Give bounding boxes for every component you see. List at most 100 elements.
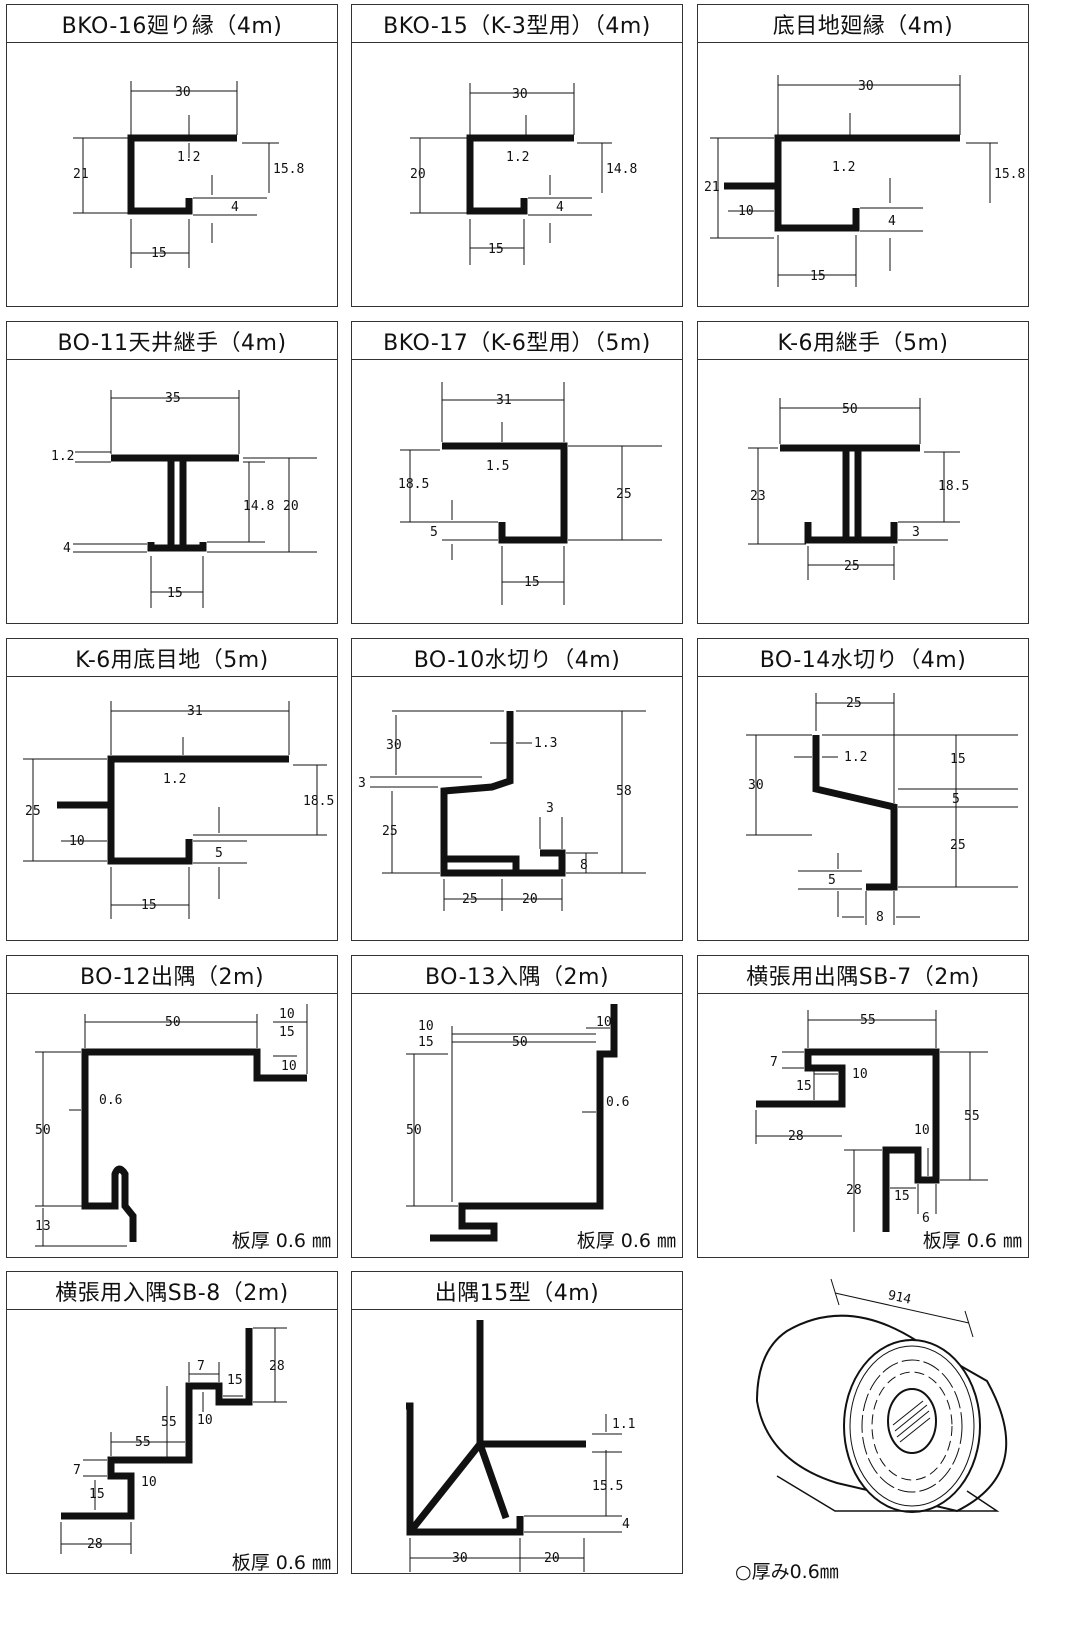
profile-drawing: 35 1.2 14.8 20 4 15 [51,390,317,608]
dim-label: 18.5 [303,794,334,809]
dim-label: 15 [810,269,826,284]
dim-label: 1.2 [177,150,200,165]
dim-label: 3 [912,525,920,540]
dim-label: 21 [73,167,89,182]
dim-label: 15 [418,1035,434,1050]
dim-label: 1.1 [612,1417,635,1432]
panel-title: 横張用入隅SB-8（2m) [7,1272,337,1310]
dim-label: 1.2 [844,750,867,765]
dim-label: 25 [462,892,478,907]
dim-label: 31 [187,704,203,719]
dim-label: 28 [269,1359,285,1374]
dim-label: 7 [73,1463,81,1478]
panel-bko-16: BKO-16廻り縁（4m) 30 21 1.2 15.8 4 15 [6,4,338,307]
dim-label: 55 [860,1013,876,1028]
dim-label: 10 [852,1067,868,1082]
panel-bo-10: BO-10水切り（4m) 30 1.3 3 58 25 3 8 25 20 [351,638,683,941]
dim-label: 30 [512,87,528,102]
dim-label: 10 [69,834,85,849]
plate-thickness-note: 板厚 0.6 ㎜ [231,1552,331,1574]
profile-drawing: 7 15 28 55 10 55 7 10 15 28 [60,1327,287,1554]
dim-label: 15 [894,1189,910,1204]
dim-label: 10 [279,1007,295,1022]
dim-label: 914 [886,1288,912,1308]
dim-label: 15 [151,246,167,261]
panel-bo-11: BO-11天井継手（4m) 35 1.2 14.8 20 4 15 [6,321,338,624]
panel-bo-12: BO-12出隅（2m) 50 10 15 10 0.6 50 13 板厚 0.6… [6,955,338,1258]
dim-label: 14.8 [243,499,274,514]
dim-label: 58 [616,784,632,799]
panel-bo-13: BO-13入隅（2m) 10 15 50 10 0.6 50 板厚 0.6 ㎜ [351,955,683,1258]
dim-label: 8 [580,858,588,873]
dim-label: 10 [738,204,754,219]
profile-drawing: 55 7 10 15 28 55 10 28 15 6 [755,1010,988,1232]
dim-label: 15 [524,575,540,590]
dim-label: 7 [197,1359,205,1374]
panel-title: BO-14水切り（4m) [698,639,1028,677]
dim-label: 4 [231,200,239,215]
dim-label: 28 [846,1183,862,1198]
dim-label: 15 [167,586,183,601]
dim-label: 30 [452,1551,468,1566]
dim-label: 25 [382,824,398,839]
dim-label: 8 [876,910,884,925]
dim-label: 15 [141,898,157,913]
dim-label: 50 [165,1015,181,1030]
dim-label: 25 [616,487,632,502]
dim-label: 20 [544,1551,560,1566]
panel-title: 出隅15型（4m) [352,1272,682,1310]
dim-label: 1.2 [163,772,186,787]
panel-sb-8: 横張用入隅SB-8（2m) 7 15 28 55 10 55 7 10 15 2… [6,1271,338,1574]
profile-drawing: 25 1.2 15 30 5 25 5 8 [746,693,1018,925]
dim-label: 20 [522,892,538,907]
panel-title: BKO-16廻り縁（4m) [7,5,337,43]
dim-label: 13 [35,1219,51,1234]
dim-label: 21 [704,180,720,195]
dim-label: 6 [922,1211,930,1226]
dim-label: 3 [358,776,366,791]
plate-thickness-note: 板厚 0.6 ㎜ [576,1230,676,1252]
dim-label: 30 [175,85,191,100]
dim-label: 10 [596,1015,612,1030]
dim-label: 50 [842,402,858,417]
dim-label: 1.2 [832,160,855,175]
panel-title: BO-10水切り（4m) [352,639,682,677]
profile-drawing: 1.1 15.5 4 30 20 [406,1320,635,1572]
dim-label: 1.2 [506,150,529,165]
dim-label: 15 [796,1079,812,1094]
dim-label: 28 [87,1537,103,1552]
dim-label: 35 [165,391,181,406]
panel-title: BKO-17（K-6型用）（5m) [352,322,682,360]
panel-sokomeji-mawaribuchi: 底目地廻縁（4m) 30 21 1.2 15.8 10 4 15 [697,4,1029,307]
dim-label: 15 [950,752,966,767]
dim-label: 15.8 [273,162,304,177]
dim-label: 7 [770,1055,778,1070]
dim-label: 20 [283,499,299,514]
dim-label: 10 [197,1413,213,1428]
dim-label: 10 [141,1475,157,1490]
panel-coil-roll: 914 ○厚み0.6㎜ [697,1271,1029,1583]
panel-sb-7: 横張用出隅SB-7（2m) 55 7 10 15 28 55 10 28 15 … [697,955,1029,1258]
panel-bko-17: BKO-17（K-6型用）（5m) 31 1.5 18.5 25 5 15 [351,321,683,624]
coil-drawing: 914 [755,1278,1008,1513]
thickness-note: ○厚み0.6㎜ [735,1561,839,1583]
panel-dezumi-15: 出隅15型（4m) 1.1 15.5 4 30 20 [351,1271,683,1574]
dim-label: 25 [950,838,966,853]
dim-label: 5 [828,873,836,888]
dim-label: 55 [161,1415,177,1430]
dim-label: 15 [89,1487,105,1502]
panel-title: 底目地廻縁（4m) [698,5,1028,43]
dim-label: 1.5 [486,459,509,474]
profile-drawing: 30 20 1.2 14.8 4 15 [410,83,637,265]
panel-title: K-6用継手（5m) [698,322,1028,360]
profile-drawing: 50 23 18.5 3 25 [748,398,969,580]
dim-label: 20 [410,167,426,182]
dim-label: 50 [35,1123,51,1138]
dim-label: 25 [844,559,860,574]
dim-label: 30 [748,778,764,793]
dim-label: 4 [63,541,71,556]
panel-k6-sokomeji: K-6用底目地（5m) 31 25 1.2 18.5 10 5 15 [6,638,338,941]
dim-label: 5 [215,846,223,861]
dim-label: 0.6 [99,1093,122,1108]
dim-label: 50 [512,1035,528,1050]
